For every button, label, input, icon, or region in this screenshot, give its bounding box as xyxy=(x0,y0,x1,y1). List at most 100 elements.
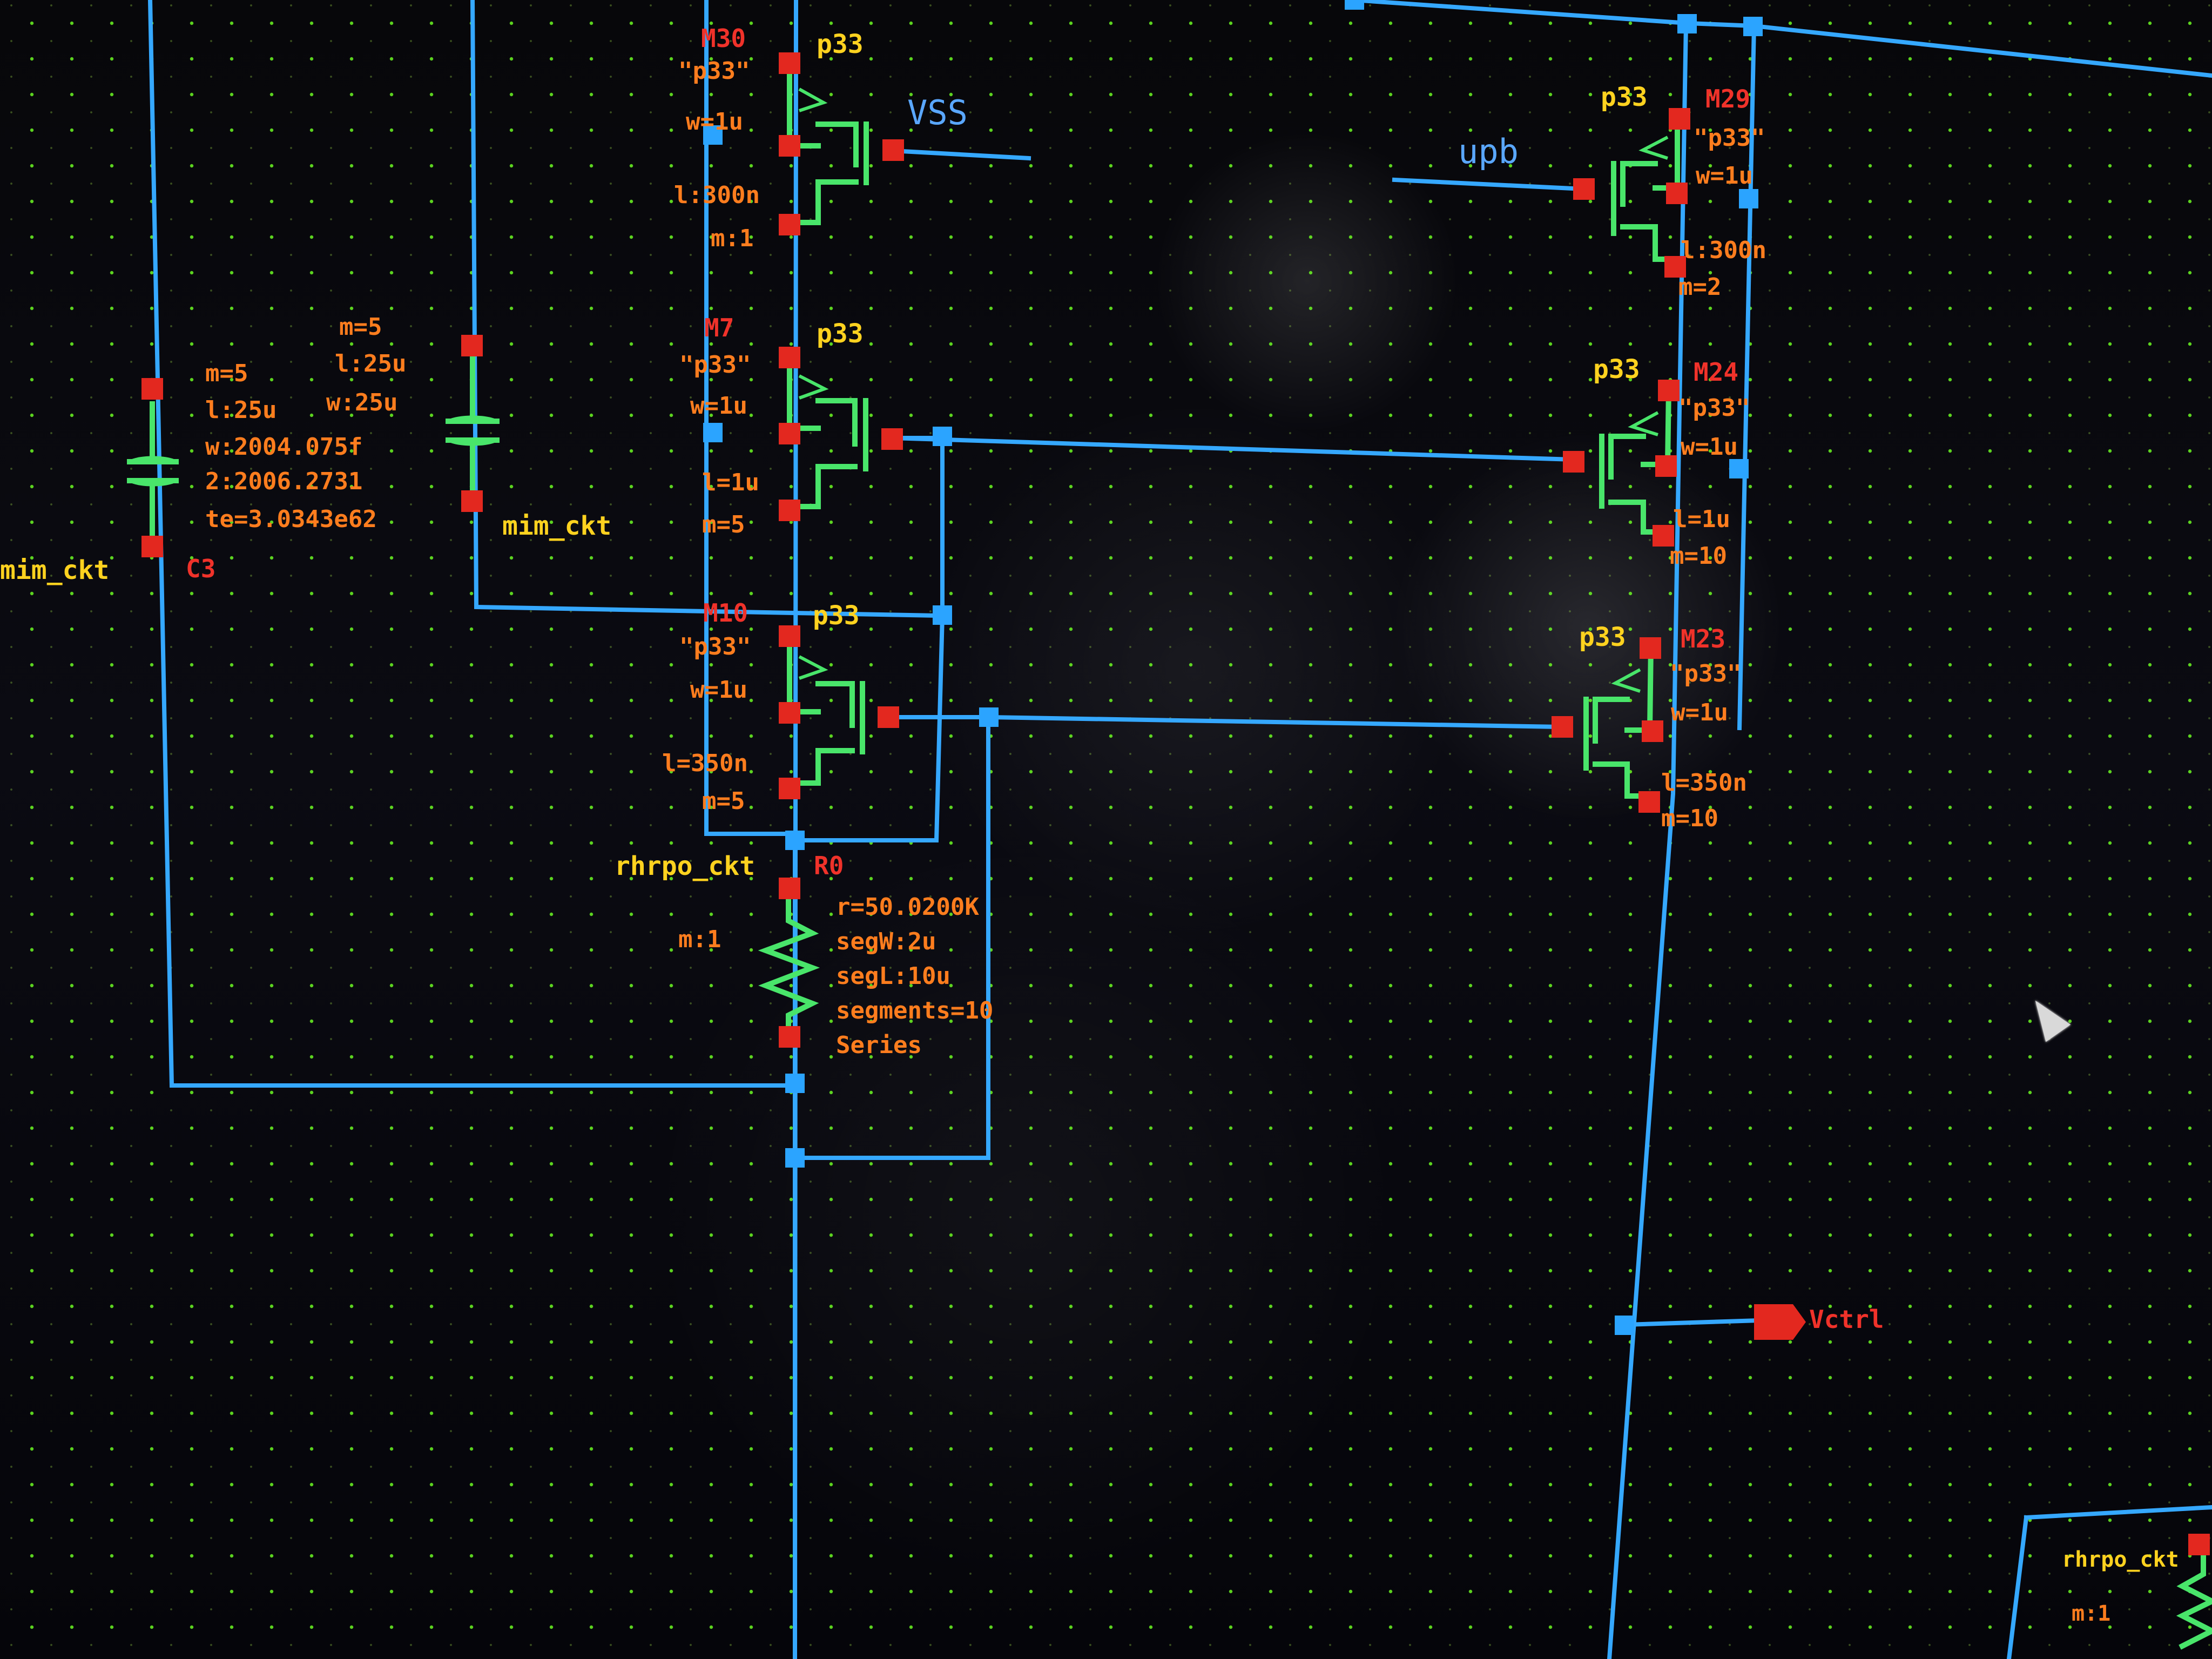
bottom-right-resistor[interactable] xyxy=(2176,1542,2212,1650)
m7-model-top-label: p33 xyxy=(817,319,864,349)
m10-pin-top xyxy=(779,625,800,647)
m23-gate-wire[interactable] xyxy=(986,714,1564,730)
junction-m30-left xyxy=(703,125,723,145)
right-secondary-wire[interactable] xyxy=(1737,23,1757,731)
vss-net-label: VSS xyxy=(907,93,968,132)
m29-model-label: "p33" xyxy=(1694,124,1765,152)
m29-multiplier-label: m=2 xyxy=(1678,273,1722,301)
cap-left-area-label: 2:2006.2731 xyxy=(205,468,363,495)
bottom-right-resistor-pin xyxy=(2188,1534,2210,1555)
vctrl-wire[interactable] xyxy=(1623,1318,1762,1327)
bottom-right-multiplier-label: m:1 xyxy=(2072,1601,2111,1626)
m30-width-label: w=1u xyxy=(686,108,743,136)
upb-wire[interactable] xyxy=(1392,177,1586,192)
m7-pin-top xyxy=(779,347,800,368)
r0-segments-label: segments=10 xyxy=(836,997,994,1024)
vss-wire[interactable] xyxy=(889,148,1031,161)
junction-vctrl xyxy=(1615,1316,1634,1335)
m24-arrow xyxy=(1628,411,1659,436)
m23-pin-bottom xyxy=(1638,791,1660,813)
right-capacitor-arcs xyxy=(447,415,498,446)
m10-arrow xyxy=(798,655,828,680)
m24-label: M24 xyxy=(1694,358,1739,387)
junction-r0-bottom xyxy=(785,1074,805,1093)
m10-multiplier-label: m=5 xyxy=(702,787,745,815)
bottom-right-resistor-label: rhrpo_ckt xyxy=(2062,1547,2179,1572)
m29-model-top-label: p33 xyxy=(1601,82,1648,112)
junction-m24-right xyxy=(1729,459,1749,478)
m24-multiplier-label: m=10 xyxy=(1670,542,1727,570)
r0-segment-width-label: segW:2u xyxy=(836,928,936,955)
m30-pin-top xyxy=(779,52,800,74)
mim-left-label: mim_ckt xyxy=(0,555,110,585)
cap-left-width-label: w:2004.075f xyxy=(205,433,363,461)
m30-arrow xyxy=(798,87,828,112)
m29-pin-left xyxy=(1573,178,1595,200)
mim-right-label: mim_ckt xyxy=(502,511,612,541)
m23-arrow xyxy=(1611,668,1641,693)
left-vertical-wire[interactable] xyxy=(147,0,792,1088)
r0-resistor[interactable] xyxy=(758,888,820,1042)
r0-multiplier-label: m:1 xyxy=(678,926,721,953)
r0-pin-top xyxy=(779,878,800,899)
left-capacitor-arcs xyxy=(129,456,177,487)
m24-pin-right xyxy=(1655,455,1677,477)
m23-transistor[interactable] xyxy=(1583,642,1654,799)
m23-model-top-label: p33 xyxy=(1579,622,1626,652)
junction-bottom xyxy=(785,1148,805,1168)
junction-top-edge xyxy=(1345,0,1364,10)
m30-multiplier-label: m:1 xyxy=(711,225,754,252)
m23-pin-right xyxy=(1642,720,1663,742)
m29-label: M29 xyxy=(1705,84,1751,113)
m7-length-label: l=1u xyxy=(702,469,759,496)
m30-model-top-label: p33 xyxy=(817,29,864,59)
junction-mid xyxy=(785,831,805,850)
r0-resistance-label: r=50.0200K xyxy=(836,893,979,921)
m7-width-label: w=1u xyxy=(690,392,747,420)
m10-model-label: "p33" xyxy=(679,633,751,660)
right-capacitor[interactable] xyxy=(446,348,500,502)
m7-gate-wire[interactable] xyxy=(889,435,1576,462)
c3-label: C3 xyxy=(186,554,216,583)
top-bus-wire[interactable] xyxy=(1351,0,2212,78)
cap-vertical-wire[interactable] xyxy=(470,0,942,618)
bottom-right-box-wire[interactable] xyxy=(2006,1505,2212,1659)
m7-model-label: "p33" xyxy=(679,351,751,379)
m23-model-label: "p33" xyxy=(1670,660,1742,687)
junction-m10-gate xyxy=(979,707,999,727)
left-capacitor[interactable] xyxy=(127,401,179,548)
junction-m7-drain xyxy=(933,427,952,446)
r0-segment-length-label: segL:10u xyxy=(836,962,950,990)
m10-label: M10 xyxy=(703,598,748,628)
secondary-column-wire[interactable] xyxy=(792,0,799,1659)
m10-length-label: l=350n xyxy=(662,750,748,777)
r0-cell-label: rhrpo_ckt xyxy=(615,851,756,881)
r0-pin-bottom xyxy=(779,1026,800,1048)
junction-top-right-2 xyxy=(1743,17,1763,36)
m23-multiplier-label: m=10 xyxy=(1661,805,1718,832)
m29-pin-top xyxy=(1669,108,1690,130)
m24-length-label: l=1u xyxy=(1673,505,1730,533)
cap-top-length-label: l:25u xyxy=(335,350,407,377)
m10-pin-bottom xyxy=(779,778,800,799)
m7-transistor[interactable] xyxy=(787,354,868,509)
m23-pin-left xyxy=(1552,716,1573,738)
m30-pin-bottom xyxy=(779,214,800,235)
m10-gate-wire[interactable] xyxy=(793,715,990,1160)
right-capacitor-pin-top xyxy=(461,335,483,356)
right-column-wire[interactable] xyxy=(1607,21,1689,1659)
m30-pin-right xyxy=(882,139,904,161)
m29-length-label: l:300n xyxy=(1681,237,1766,264)
junction-cap xyxy=(933,605,952,625)
r0-series-label: Series xyxy=(836,1031,922,1059)
cap-top-width-label: w:25u xyxy=(326,389,398,416)
m24-model-label: "p33" xyxy=(1678,394,1750,422)
output-pin-icon[interactable] xyxy=(1754,1304,1806,1340)
m7-arrow xyxy=(798,374,829,400)
m30-label: M30 xyxy=(701,24,746,53)
upb-net-label: upb xyxy=(1458,132,1519,171)
m30-length-label: l:300n xyxy=(674,181,760,209)
